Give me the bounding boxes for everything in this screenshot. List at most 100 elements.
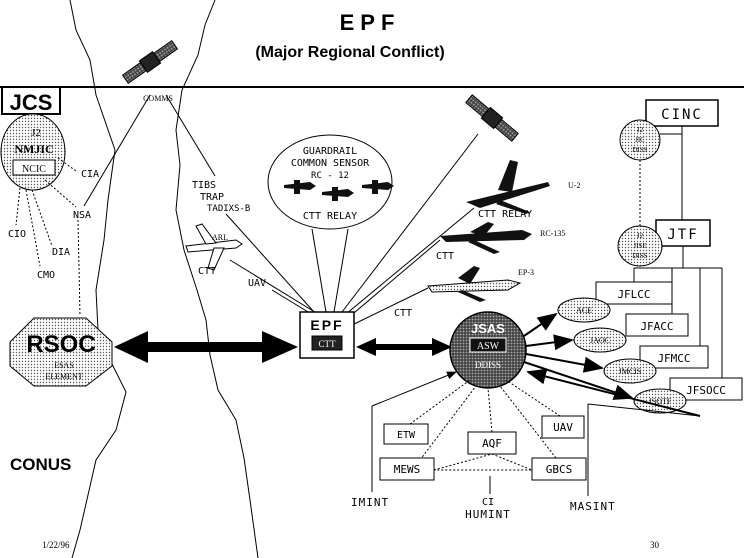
rsoc-sub1: ESAS: [54, 361, 74, 370]
jsas-label: JSAS: [471, 321, 505, 336]
cio-label: CIO: [8, 229, 26, 240]
imint-label: IMINT: [351, 496, 389, 509]
arl-ctt-label: CTT: [198, 266, 216, 277]
jtf-label: JTF: [667, 227, 698, 243]
rsoc-epf-arrow: [114, 331, 298, 363]
map-boundary-left: [69, 0, 127, 558]
ep3-ctt-label: CTT: [436, 251, 454, 262]
comms-label: COMMS: [143, 94, 173, 103]
link-guardrail-epf-2: [333, 228, 349, 313]
epf-label: EPF: [310, 317, 343, 333]
link-etw-jsas: [409, 379, 471, 425]
rsoc-node: [9, 317, 113, 387]
jfsocc-box: [669, 377, 743, 401]
link-nsa-rsoc: [77, 219, 81, 317]
link-rc135-epf: [347, 239, 441, 319]
ace-node: [557, 297, 611, 323]
cinc-label: CINC: [661, 107, 703, 123]
guardrail-line3: RC - 12: [311, 171, 349, 181]
link-aqf-jsas: [487, 387, 493, 433]
link-jcs-nsa: [44, 179, 77, 208]
jtf-j2-node: [617, 225, 663, 267]
guardrail-line1: GUARDRAIL: [303, 146, 357, 157]
ace-label: ACE: [576, 306, 592, 315]
cinc-j2-mid: JIC: [635, 136, 645, 144]
cinc-j2-bottom: DISS: [632, 146, 647, 154]
jmcis-node: [603, 358, 657, 384]
rc135-label: RC-135: [540, 229, 565, 238]
relay-satellite-icon: [465, 94, 519, 142]
footer-page: 30: [650, 540, 660, 550]
jsas-asw-box: [469, 337, 507, 353]
rsoc-label: RSOC: [26, 331, 95, 358]
link-jcs-cio: [15, 187, 21, 226]
nsa-label: NSA: [73, 210, 91, 221]
cinc-box: [645, 99, 719, 127]
link-ep3-epf: [349, 287, 429, 327]
mews-box: [379, 457, 435, 481]
ncic-box: [12, 159, 56, 176]
jsotf-label: JSOTF: [649, 397, 672, 406]
jmcis-label: JMCIS: [619, 367, 642, 376]
arl-aircraft-icon: [185, 223, 243, 271]
link-comms-tibs: [165, 94, 216, 177]
link-comms-nsa: [83, 94, 151, 207]
jtf-j2-mid2: JISE: [633, 242, 646, 250]
jfsocc-label: JFSOCC: [686, 384, 726, 397]
comms-satellite-icon: [121, 40, 179, 84]
aqf-label: AQF: [482, 437, 502, 450]
humint-label: HUMINT: [465, 508, 511, 521]
cia-label: CIA: [81, 169, 99, 180]
rc135-aircraft-icon: [440, 222, 532, 254]
link-tadixs-epf: [225, 213, 315, 313]
uav-sensor-label: UAV: [553, 421, 573, 434]
link-satellite-epf: [341, 133, 479, 313]
epf-ctt-label: CTT: [319, 339, 337, 349]
arrow-masint-jsas: [526, 368, 701, 417]
arrow-jsas-jmcis: [525, 353, 604, 373]
rsoc-sub2: ELEMENT: [45, 372, 82, 381]
guardrail-node: [267, 134, 393, 230]
ctt-epf-label: CTT: [394, 308, 412, 319]
link-jcs-dia: [31, 189, 53, 247]
jsas-asw-label: ASW: [477, 341, 500, 352]
jfacc-box: [625, 313, 689, 337]
arl-label: ARL: [212, 233, 228, 242]
jaoc-node: [573, 327, 627, 353]
jcs-label: JCS: [10, 90, 53, 115]
jtf-j2-bottom: DISS: [632, 252, 647, 260]
ep3-label: EP-3: [518, 268, 534, 277]
gbcs-box: [531, 457, 587, 481]
mews-label: MEWS: [394, 463, 421, 476]
u2-relay-label: CTT RELAY: [478, 209, 532, 220]
tibs-label: TIBS: [192, 180, 216, 191]
gbcs-label: GBCS: [546, 463, 573, 476]
page-subtitle: (Major Regional Conflict): [255, 44, 444, 61]
cmo-label: CMO: [37, 270, 55, 281]
link-guardrail-epf-1: [311, 228, 327, 313]
guardrail-line4: CTT RELAY: [303, 211, 357, 222]
jsas-ddiss-label: DDISS: [475, 360, 501, 370]
jfmcc-box: [639, 345, 709, 369]
cinc-j2-top: J2: [637, 126, 644, 134]
epf-ctt-box: [311, 335, 343, 351]
jfmcc-label: JFMCC: [657, 352, 690, 365]
arrow-jsas-jsotf: [523, 361, 634, 400]
jfacc-label: JFACC: [640, 320, 673, 333]
arrow-jsas-ace: [523, 312, 558, 337]
guardrail-line2: COMMON SENSOR: [291, 158, 370, 169]
uav-sensor-box: [541, 415, 585, 439]
nmjic-label: NMJIC: [14, 142, 53, 156]
ncic-label: NCIC: [22, 164, 46, 175]
footer-date: 1/22/96: [42, 540, 70, 550]
arrow-jsas-jaoc: [525, 334, 574, 351]
jtf-j2-mid1: J2: [637, 232, 644, 240]
trap-label: TRAP: [200, 192, 224, 203]
uav-top-label: UAV: [248, 278, 266, 289]
etw-box: [383, 423, 429, 445]
jaoc-label: JAOC: [590, 336, 610, 345]
arrow-imint-jsas-2: [371, 371, 457, 407]
link-masint-line-2: [587, 403, 701, 417]
j2-label: J2: [31, 127, 41, 139]
